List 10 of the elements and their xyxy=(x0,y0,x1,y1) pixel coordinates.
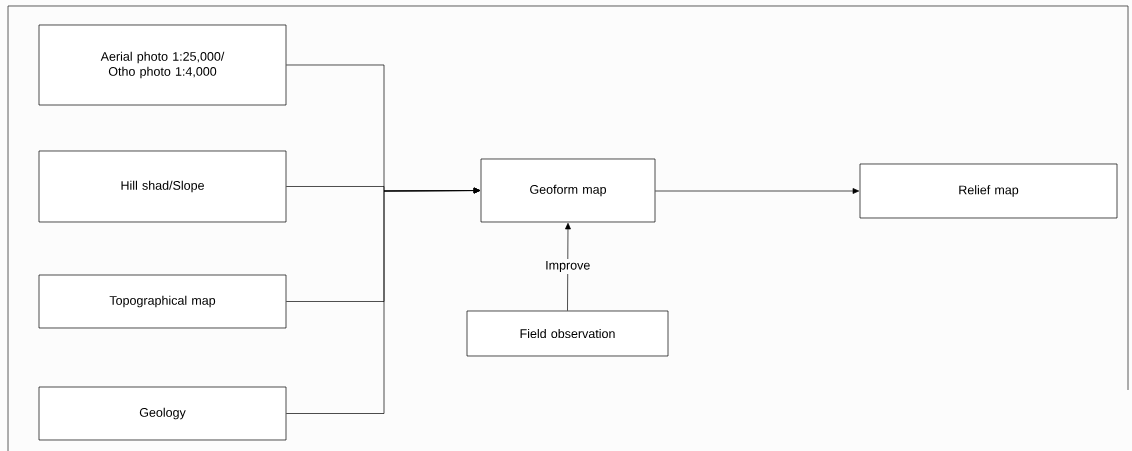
arrow xyxy=(286,187,481,414)
process-box: Field observation xyxy=(466,310,669,357)
process-box: Geoform map xyxy=(480,158,656,223)
process-box: Topographical map xyxy=(38,274,287,329)
arrow xyxy=(565,222,571,311)
process-box: Hill shad/Slope xyxy=(38,150,287,223)
process-box: Relief map xyxy=(859,163,1118,219)
arrow xyxy=(655,188,860,194)
process-box: Aerial photo 1:25,000/ Otho photo 1:4,000 xyxy=(38,24,287,106)
process-box: Geology xyxy=(38,386,287,441)
